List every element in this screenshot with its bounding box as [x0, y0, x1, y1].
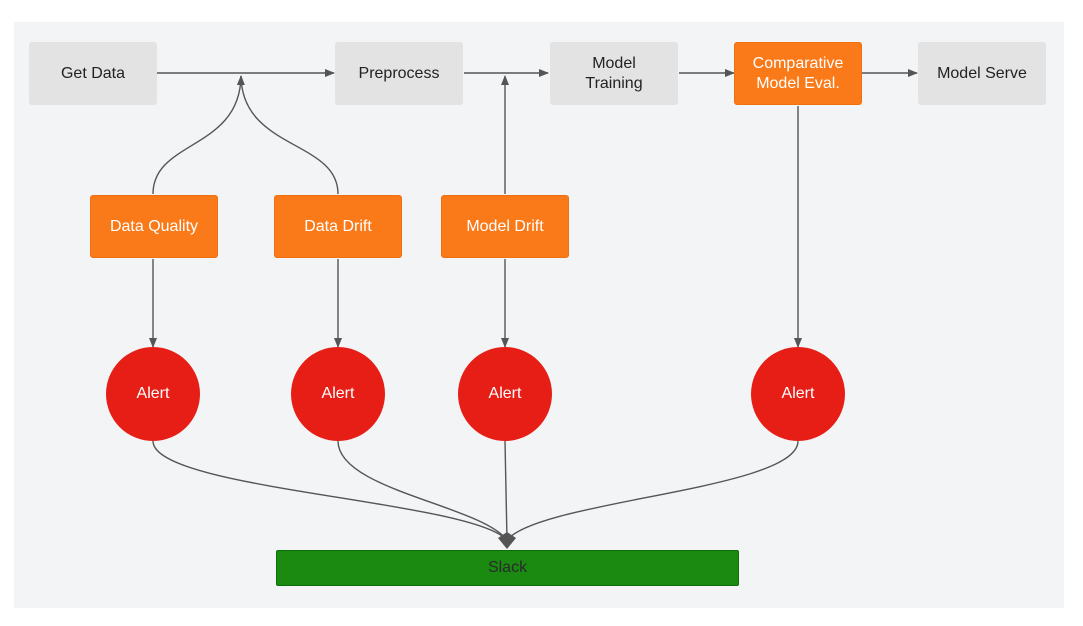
slack-arrowhead [498, 532, 516, 549]
step-model-training: Model Training [550, 42, 678, 105]
arrow-alert3-slack [504, 440, 508, 541]
arrow-alert4-slack [506, 440, 799, 541]
slack-sink: Slack [276, 550, 739, 586]
step-model-training-label: Model Training [585, 54, 643, 92]
arrow-dataquality-merge [152, 75, 245, 195]
alert-data-quality: Alert [106, 347, 200, 441]
step-preprocess-label: Preprocess [358, 64, 440, 82]
alert-data-drift: Alert [291, 347, 385, 441]
alert-label: Alert [321, 385, 355, 402]
monitor-model-drift: Model Drift [441, 195, 569, 258]
monitor-data-quality: Data Quality [90, 195, 218, 258]
step-get-data-label: Get Data [60, 64, 126, 82]
monitor-data-quality-label: Data Quality [109, 217, 199, 235]
monitor-data-drift: Data Drift [274, 195, 402, 258]
step-comparative-eval-label: Comparative Model Eval. [752, 54, 844, 92]
alert-label: Alert [488, 385, 522, 402]
arrow-datadrift-merge [240, 75, 339, 195]
alert-label: Alert [136, 385, 170, 402]
alert-label: Alert [781, 385, 815, 402]
monitor-model-drift-label: Model Drift [466, 217, 544, 235]
step-preprocess: Preprocess [335, 42, 463, 105]
diagram-canvas [14, 22, 1064, 608]
step-model-serve: Model Serve [918, 42, 1046, 105]
step-model-serve-label: Model Serve [937, 64, 1027, 82]
slack-label: Slack [487, 559, 528, 576]
alert-model-drift: Alert [458, 347, 552, 441]
step-comparative-eval: Comparative Model Eval. [734, 42, 862, 105]
monitor-data-drift-label: Data Drift [304, 217, 372, 235]
arrow-alert2-slack [337, 440, 508, 541]
arrow-alert1-slack [152, 440, 508, 541]
alert-model-eval: Alert [751, 347, 845, 441]
step-get-data: Get Data [29, 42, 157, 105]
